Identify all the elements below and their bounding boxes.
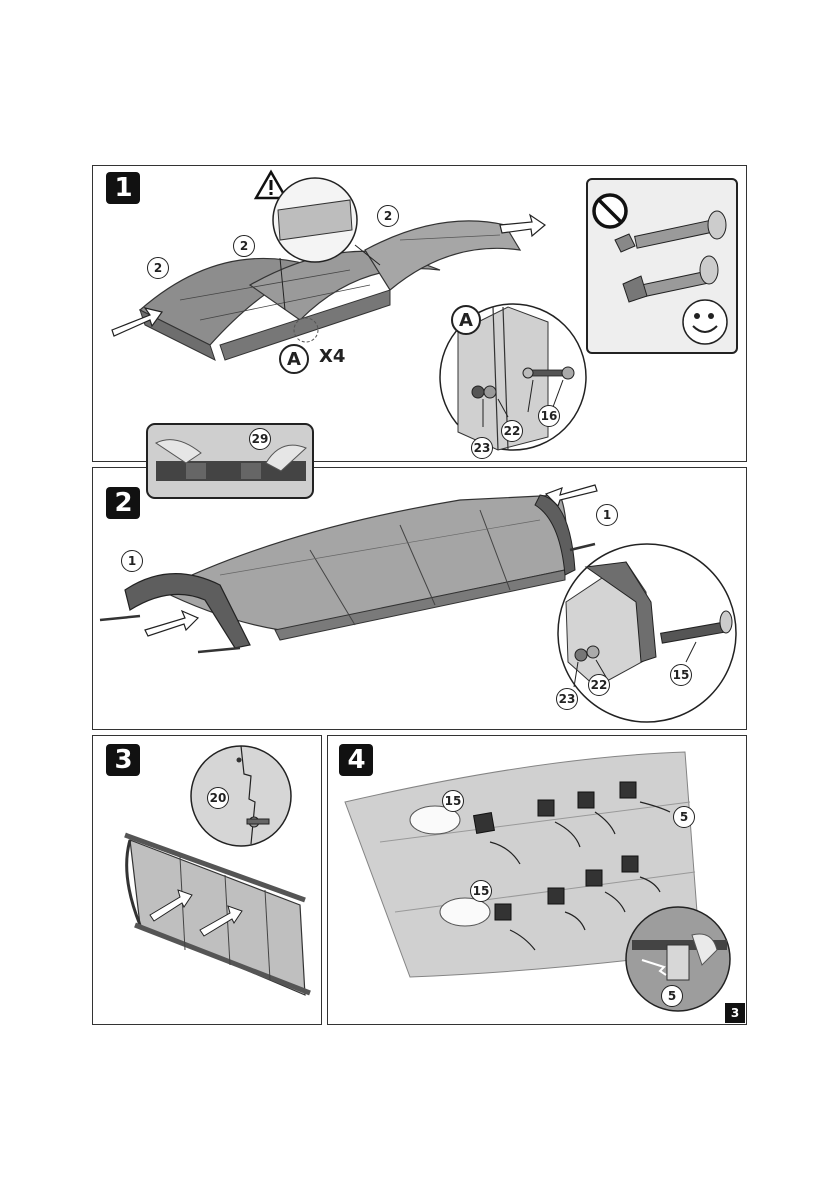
callout-part-5-main: 5: [673, 806, 695, 828]
callout-part-20: 20: [207, 787, 229, 809]
callout-part-15-top: 15: [442, 790, 464, 812]
callout-part-23: 23: [471, 437, 493, 459]
detail-end-plate-bolt-illustration: [556, 542, 738, 724]
callout-part-29: 29: [249, 428, 271, 450]
callout-part-22: 22: [501, 420, 523, 442]
callout-part-22-step2: 22: [588, 674, 610, 696]
callout-part-2-middle: 2: [233, 235, 255, 257]
assembled-plow-illustration: [100, 480, 620, 660]
callout-part-16: 16: [538, 405, 560, 427]
callout-part-1-right: 1: [596, 504, 618, 526]
bolts-comparison-illustration: [605, 200, 735, 350]
callout-part-5-detail: 5: [661, 985, 683, 1007]
repeat-count-label: X4: [319, 346, 345, 367]
callout-part-23-step2: 23: [556, 688, 578, 710]
callout-part-15-bottom: 15: [470, 880, 492, 902]
callout-part-15-step2: 15: [670, 664, 692, 686]
page-number: 3: [725, 1003, 745, 1023]
detail-a-label: A: [451, 305, 481, 335]
step-3-badge: 3: [106, 744, 140, 776]
blade-frame-illustration: [120, 825, 320, 1005]
callout-part-2-right: 2: [377, 205, 399, 227]
callout-part-1-left: 1: [121, 550, 143, 572]
callout-part-2-left: 2: [147, 257, 169, 279]
detail-marker-a: A: [279, 344, 309, 374]
